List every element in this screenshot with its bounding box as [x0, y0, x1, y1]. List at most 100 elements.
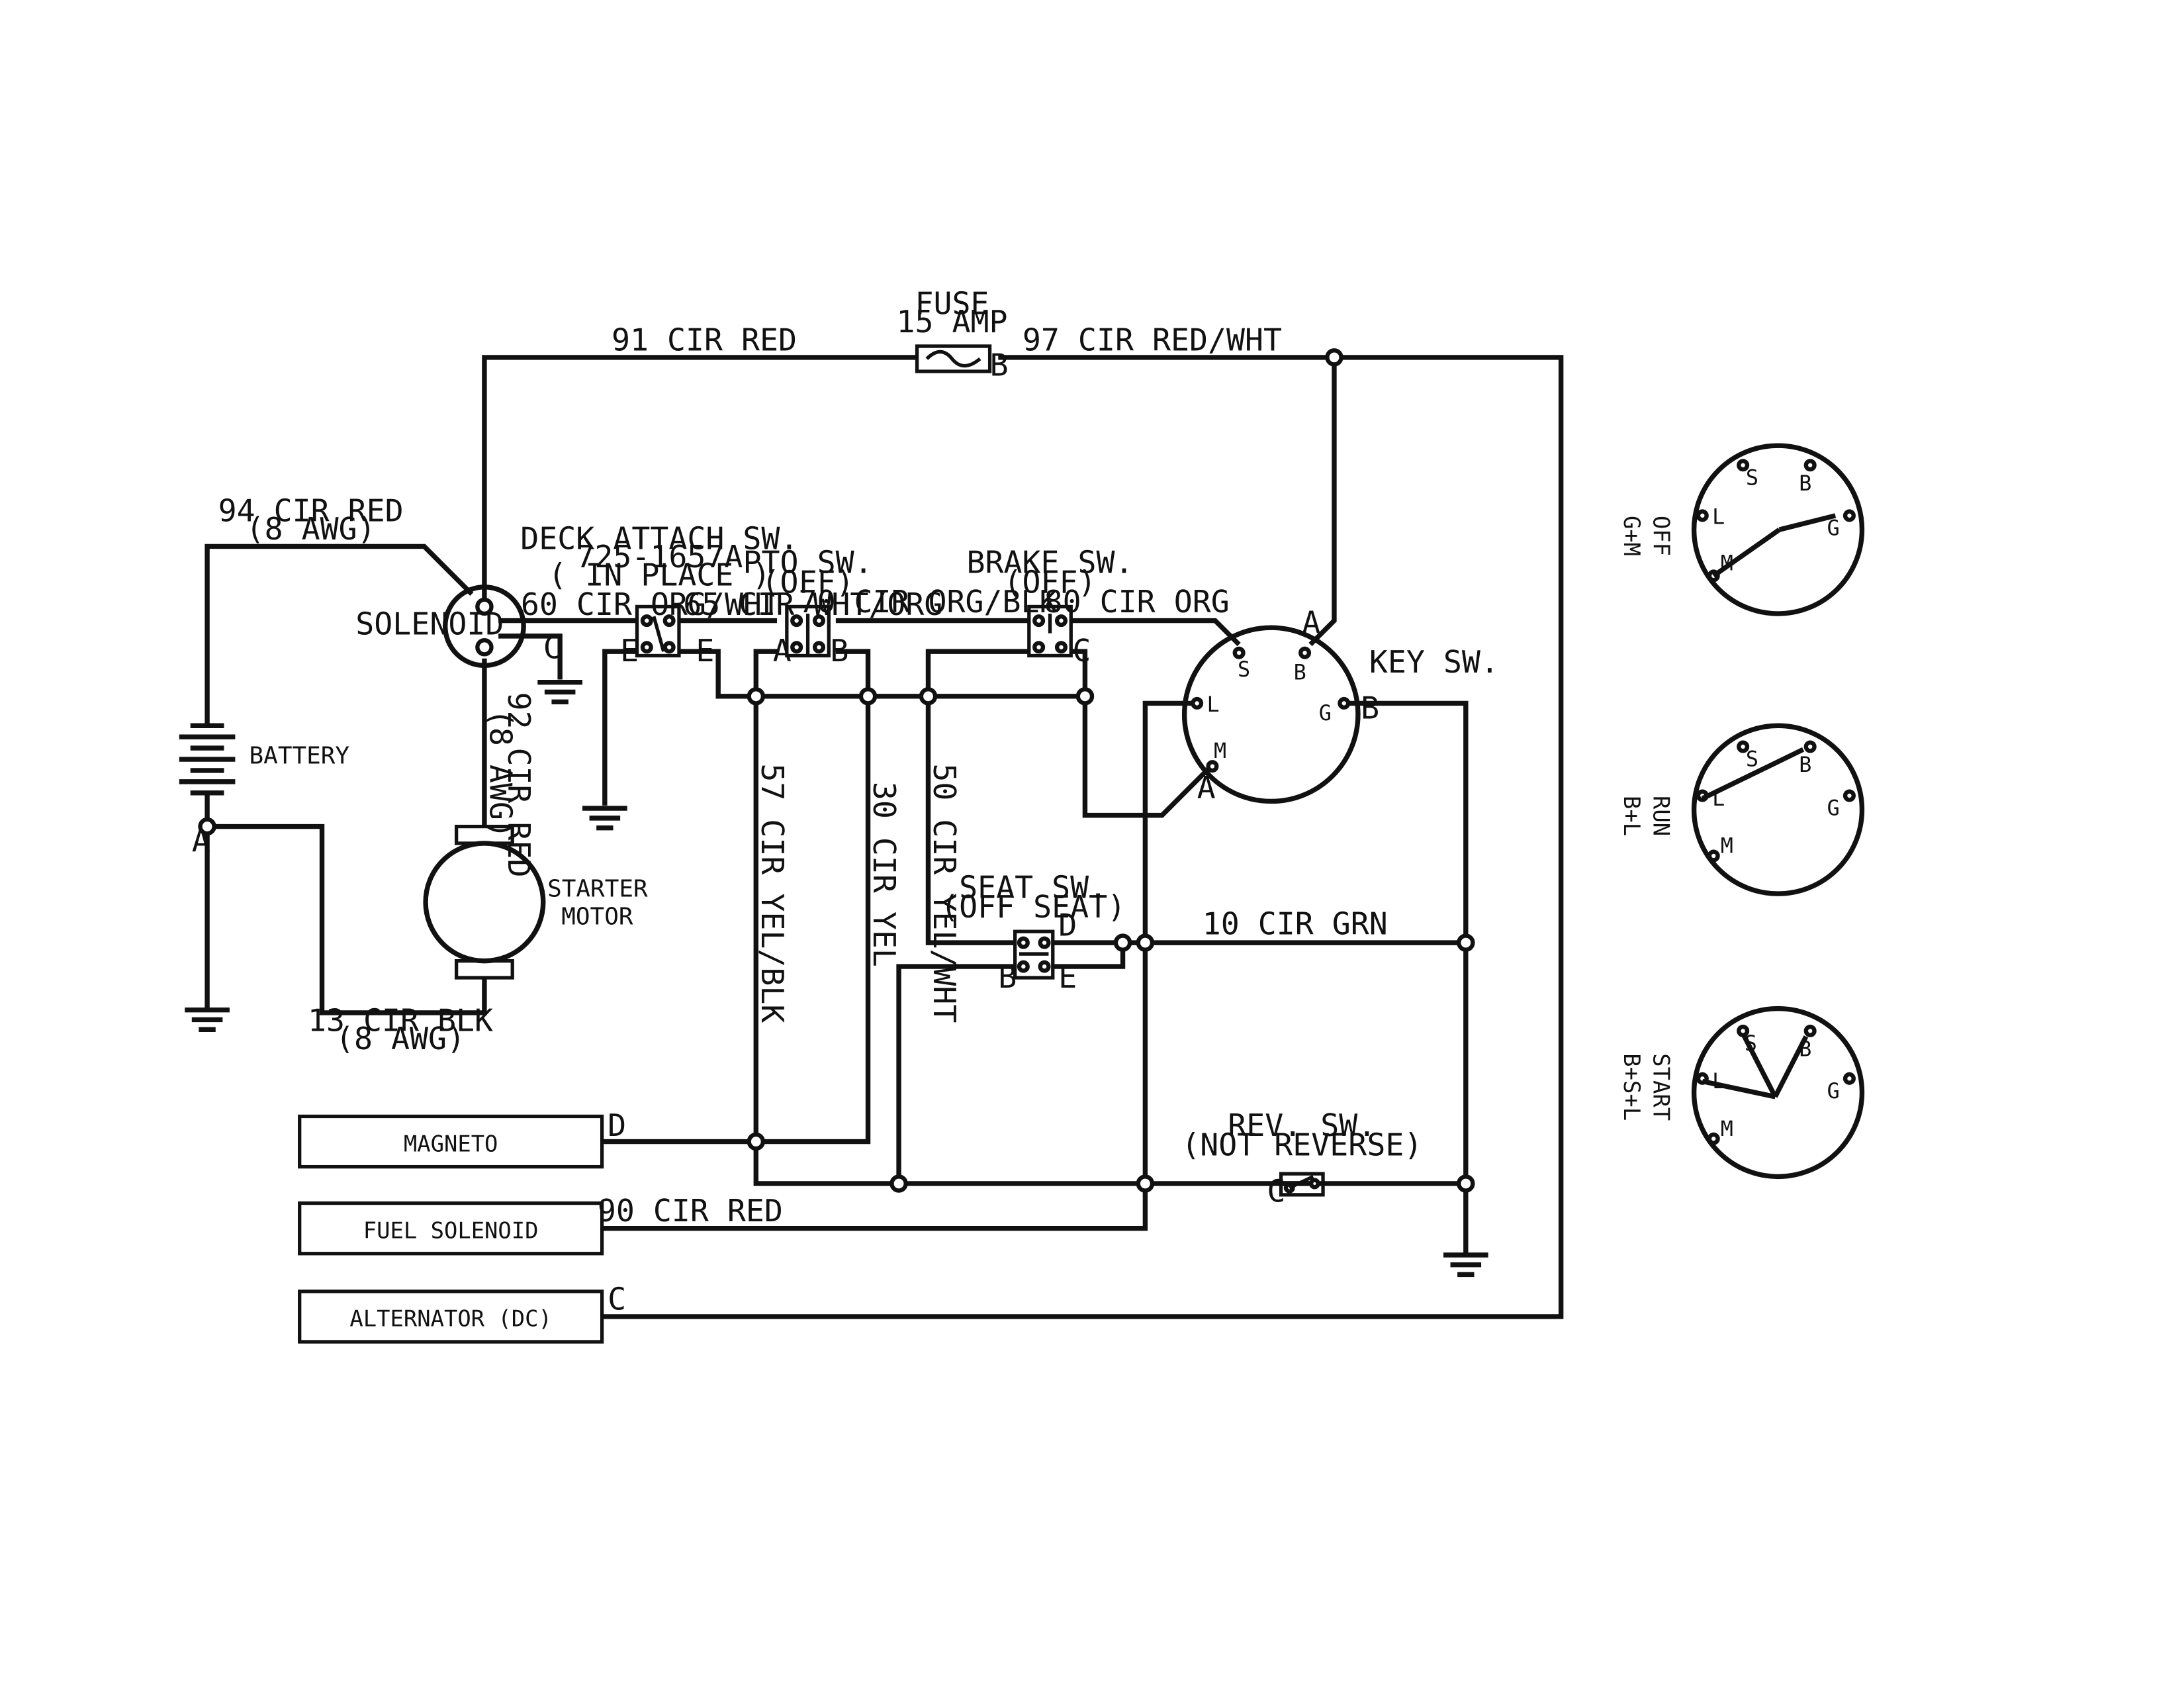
- starter-label-2: MOTOR: [561, 904, 633, 931]
- wire-94: [205, 543, 474, 726]
- pto-pin-a: A: [773, 633, 792, 669]
- wire-pto-b: [835, 649, 871, 696]
- key-position-run: RUN B+L S B L G M: [1619, 723, 1865, 896]
- key-position-start: START B+S+L S B L G M: [1619, 1006, 1865, 1180]
- run-pin-b: B: [1799, 753, 1811, 777]
- off-pin-g: G: [1827, 517, 1840, 541]
- position-run-combo: B+L: [1619, 796, 1645, 836]
- junction-dot: [1075, 687, 1095, 706]
- deck-label-2: 725-1657A: [576, 539, 743, 575]
- rev-label-1: REV. SW.: [1228, 1107, 1376, 1143]
- key-pin-g: G: [1319, 702, 1332, 726]
- battery-pin-a: A: [192, 823, 210, 859]
- label-wire-30: 30 CIR YEL: [866, 782, 902, 967]
- seat-pin-b: B: [998, 959, 1017, 995]
- solenoid: SOLENOID C: [355, 585, 562, 668]
- brake-pin-c: C: [1072, 633, 1091, 669]
- key-pin-s: S: [1238, 658, 1250, 682]
- fuse-pin-b: B: [990, 347, 1009, 383]
- ground-deck: [582, 806, 627, 831]
- key-position-off: OFF G+M S B L G M: [1619, 443, 1865, 616]
- key-pin-b: B: [1294, 661, 1306, 684]
- label-wire-13: 13 CIR BLK: [308, 1002, 493, 1038]
- pto-switch: PTO SW. (OFF) A B: [743, 545, 873, 669]
- pto-pin-b: B: [830, 633, 848, 669]
- key-wire-a-top: A: [1302, 605, 1320, 641]
- junction-dot: [1325, 348, 1343, 367]
- fuse-title: FUSE: [915, 285, 989, 321]
- label-wire-50: 50 CIR YEL/WHT: [927, 763, 962, 1023]
- battery: BATTERY A: [179, 723, 349, 859]
- wire-deck-ground: [602, 649, 637, 806]
- label-wire-80: 80 CIR ORG: [1044, 584, 1230, 620]
- position-run-name: RUN: [1648, 796, 1674, 836]
- alternator-label: ALTERNATOR (DC): [349, 1306, 552, 1332]
- key-wire-b: B: [1361, 690, 1379, 726]
- magneto-label: MAGNETO: [404, 1131, 498, 1156]
- solenoid-pin-c: C: [543, 630, 562, 666]
- seat-label-1: SEAT SW.: [959, 869, 1107, 905]
- wire-sol-c: [498, 633, 563, 680]
- start-pin-g: G: [1827, 1080, 1840, 1103]
- junction-dot: [919, 687, 938, 706]
- off-pin-m: M: [1721, 551, 1733, 575]
- wire-91: [482, 355, 917, 607]
- seat-pin-d: D: [1058, 908, 1077, 943]
- deck-attach-switch: DECK ATTACH SW. 725-1657A ( IN PLACE ) E…: [520, 521, 798, 669]
- wire-13: [207, 823, 487, 1015]
- label-wire-90: 90 CIR RED: [598, 1193, 783, 1229]
- label-wire-65: 65 CIR WHT/ORG: [683, 586, 942, 622]
- alternator: ALTERNATOR (DC) C: [298, 1281, 626, 1344]
- junction-dot: [747, 1132, 766, 1151]
- brake-label-1: BRAKE SW.: [967, 545, 1134, 581]
- off-pin-s: S: [1746, 466, 1758, 490]
- seat-label-2: (OFF SEAT): [940, 889, 1126, 925]
- wire-seat-b: [896, 964, 1015, 1184]
- pto-label-1: PTO SW.: [743, 545, 873, 581]
- off-pin-l: L: [1712, 506, 1725, 530]
- junction-dot: [198, 817, 216, 836]
- deck-label-1: DECK ATTACH SW.: [520, 521, 798, 557]
- ground-solenoid: [537, 679, 582, 704]
- junction-dot: [1457, 1174, 1475, 1193]
- seat-pin-e: E: [1058, 959, 1077, 995]
- wire-50: [925, 649, 1029, 945]
- position-off-combo: G+M: [1619, 516, 1645, 556]
- starter-label-1: STARTER: [547, 875, 648, 902]
- deck-pin-e-right: E: [696, 633, 714, 669]
- key-label: KEY SW.: [1369, 644, 1499, 680]
- junction-dot: [747, 687, 766, 706]
- junction-dot: [1113, 933, 1132, 952]
- label-wire-57: 57 CIR YEL/BLK: [754, 763, 790, 1023]
- label-wire-92-gauge: (8 AWG): [482, 709, 518, 839]
- start-pin-b: B: [1799, 1037, 1811, 1061]
- label-wire-10: 10 CIR GRN: [1203, 906, 1388, 941]
- solenoid-label: SOLENOID: [355, 606, 504, 642]
- starter-motor: STARTER MOTOR: [423, 824, 648, 980]
- key-switch: S B L G M A A B KEY SW.: [1181, 605, 1499, 806]
- wire-deck-e: [678, 649, 1085, 699]
- position-start-combo: B+S+L: [1619, 1053, 1645, 1121]
- run-pin-g: G: [1827, 797, 1840, 821]
- fuse-rating: 15 AMP: [896, 304, 1007, 340]
- start-pin-m: M: [1721, 1117, 1733, 1141]
- seat-switch: SEAT SW. (OFF SEAT) D B E: [940, 869, 1126, 994]
- label-wire-91: 91 CIR RED: [612, 322, 797, 357]
- pto-label-2: (OFF): [762, 564, 854, 600]
- junction-dot: [1457, 933, 1475, 952]
- wire-seat-d: [1052, 940, 1126, 969]
- junction-dot: [858, 687, 878, 706]
- ground-battery: [185, 1007, 230, 1032]
- wire-key-l: [603, 700, 1195, 1231]
- label-wire-94-gauge: (8 AWG): [246, 511, 376, 547]
- ground-main: [1443, 1252, 1488, 1278]
- run-pin-s: S: [1746, 748, 1758, 772]
- brake-label-2: (OFF): [1004, 564, 1097, 600]
- wire-30: [756, 696, 871, 1145]
- rev-pin-c: C: [1267, 1173, 1285, 1209]
- fuse: FUSE 15 AMP B: [896, 285, 1008, 383]
- wire-pto-a: [753, 649, 778, 696]
- start-pin-l: L: [1712, 1070, 1725, 1094]
- wire-97: [603, 355, 1564, 1319]
- rev-label-2: (NOT REVERSE): [1181, 1127, 1422, 1163]
